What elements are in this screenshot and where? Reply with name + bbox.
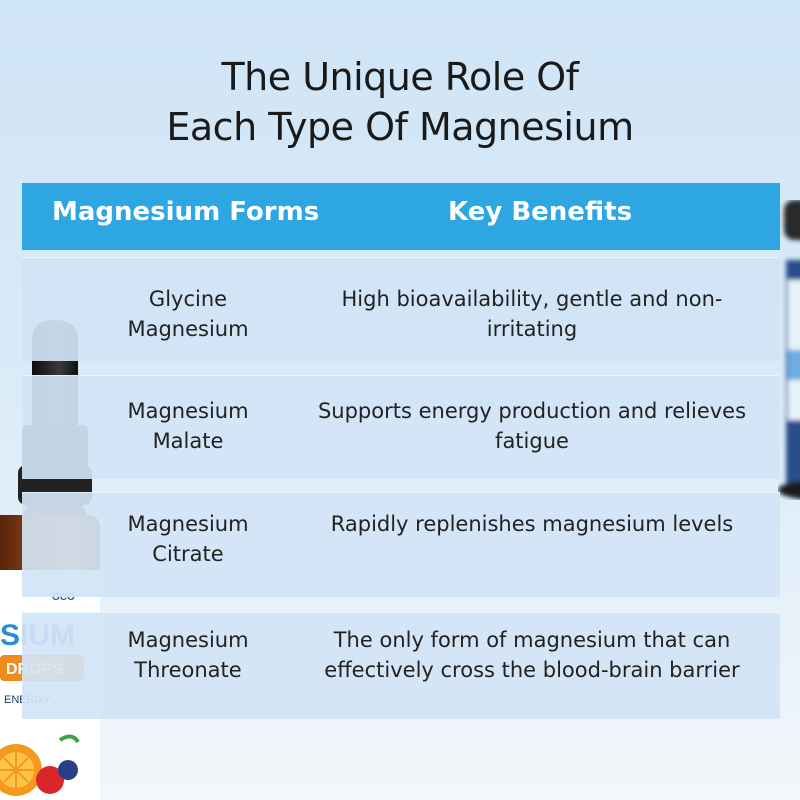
row-benefit: The only form of magnesium that can effe…	[324, 628, 740, 682]
product-bottle-right	[778, 200, 800, 499]
table-row: Magnesium Threonate The only form of mag…	[22, 612, 780, 719]
table-row: Magnesium Malate Supports energy product…	[22, 375, 780, 479]
header-benefits: Key Benefits	[448, 197, 633, 227]
table-row: Glycine Magnesium High bioavailability, …	[22, 257, 780, 361]
row-form: Magnesium Threonate	[127, 628, 249, 682]
page-title-line-2: Each Type Of Magnesium	[166, 105, 634, 149]
table-header: Magnesium Forms Key Benefits	[22, 183, 780, 250]
row-benefit: Rapidly replenishes magnesium levels	[330, 512, 734, 536]
row-form: Magnesium Citrate	[127, 512, 249, 566]
header-forms: Magnesium Forms	[52, 197, 320, 227]
bottle-brand-text: GCO	[52, 592, 75, 603]
row-benefit: High bioavailability, gentle and non-irr…	[341, 287, 723, 341]
row-benefit: Supports energy production and relieves …	[317, 399, 747, 453]
page-title: The Unique Role Of Each Type Of Magnesiu…	[0, 52, 800, 152]
table-row: Magnesium Citrate Rapidly replenishes ma…	[22, 492, 780, 597]
page-title-line-1: The Unique Role Of	[221, 55, 579, 99]
row-form: Glycine Magnesium	[127, 287, 249, 341]
row-form: Magnesium Malate	[127, 399, 249, 453]
